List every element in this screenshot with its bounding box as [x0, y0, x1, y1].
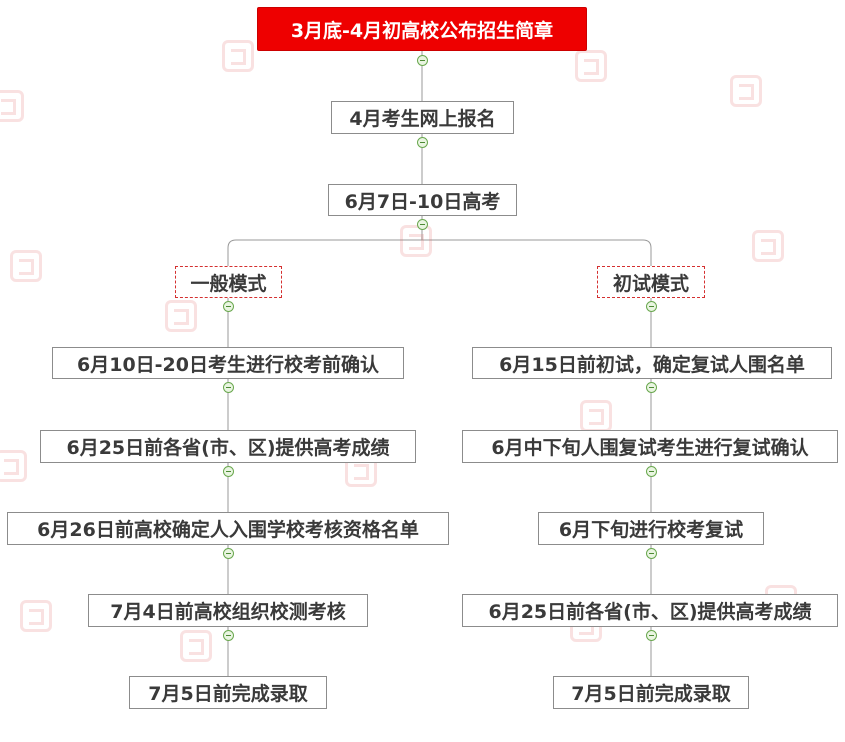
collapse-toggle-icon[interactable]	[646, 466, 657, 477]
right-step-5: 7月5日前完成录取	[553, 676, 749, 709]
collapse-toggle-icon[interactable]	[223, 466, 234, 477]
root-node: 3月底-4月初高校公布招生简章	[257, 7, 587, 51]
collapse-toggle-icon[interactable]	[223, 630, 234, 641]
preliminary-mode-node: 初试模式	[597, 266, 705, 298]
collapse-toggle-icon[interactable]	[223, 548, 234, 559]
collapse-toggle-icon[interactable]	[646, 382, 657, 393]
general-mode-node: 一般模式	[175, 266, 282, 298]
collapse-toggle-icon[interactable]	[646, 630, 657, 641]
left-step-4: 7月4日前高校组织校测考核	[88, 594, 368, 627]
right-step-2: 6月中下旬人围复试考生进行复试确认	[462, 430, 838, 463]
gaokao-node: 6月7日-10日高考	[328, 184, 517, 216]
right-step-4: 6月25日前各省(市、区)提供高考成绩	[462, 594, 838, 627]
registration-node: 4月考生网上报名	[331, 101, 514, 134]
left-step-3: 6月26日前高校确定人入围学校考核资格名单	[7, 512, 449, 545]
collapse-toggle-icon[interactable]	[646, 301, 657, 312]
left-step-1: 6月10日-20日考生进行校考前确认	[52, 347, 404, 379]
left-step-2: 6月25日前各省(市、区)提供高考成绩	[40, 430, 416, 463]
collapse-toggle-icon[interactable]	[223, 301, 234, 312]
right-step-3: 6月下旬进行校考复试	[538, 512, 764, 545]
collapse-toggle-icon[interactable]	[417, 55, 428, 66]
left-step-5: 7月5日前完成录取	[129, 676, 327, 709]
right-step-1: 6月15日前初试，确定复试人围名单	[472, 347, 832, 379]
collapse-toggle-icon[interactable]	[223, 382, 234, 393]
collapse-toggle-icon[interactable]	[417, 137, 428, 148]
collapse-toggle-icon[interactable]	[646, 548, 657, 559]
collapse-toggle-icon[interactable]	[417, 219, 428, 230]
